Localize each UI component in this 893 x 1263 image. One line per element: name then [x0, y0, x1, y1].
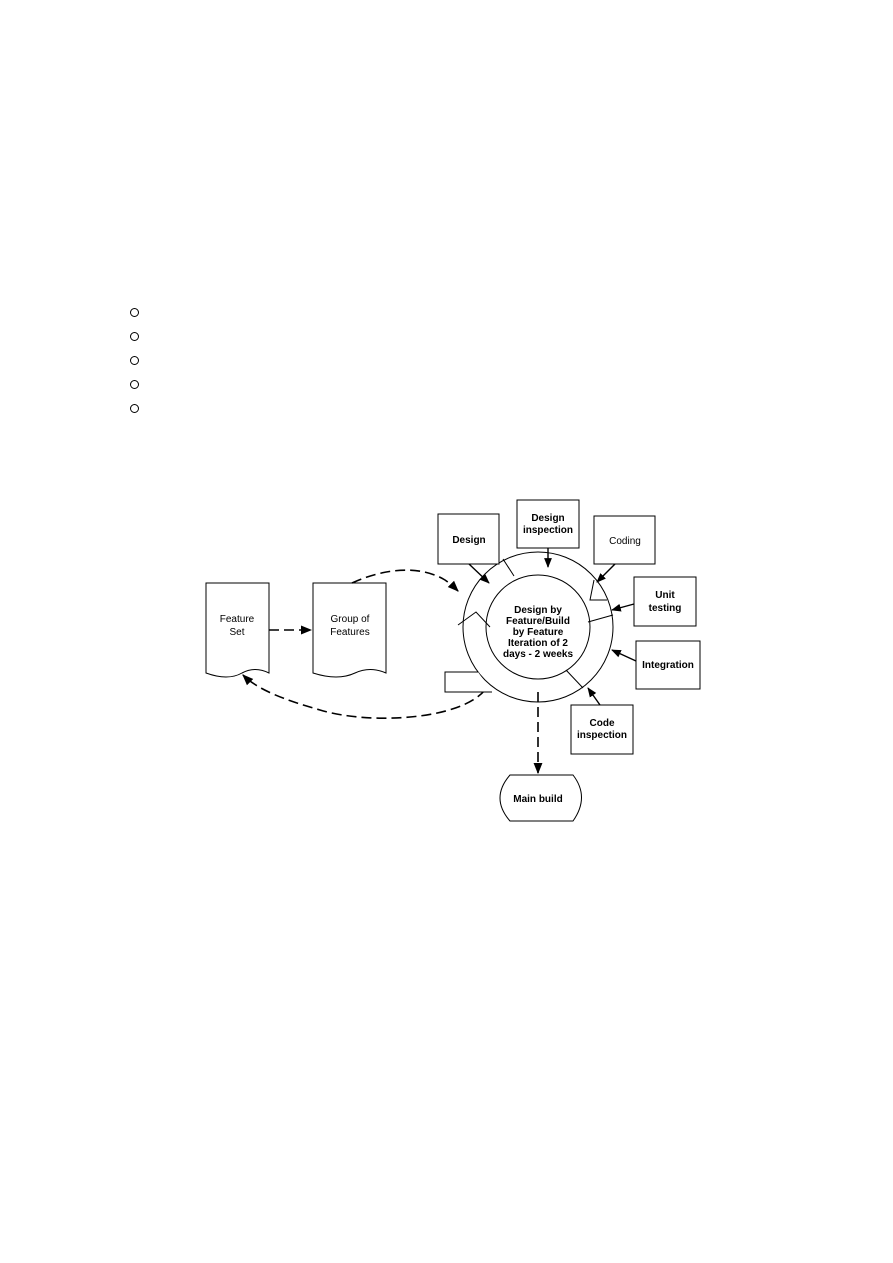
coding-step: Coding — [593, 515, 656, 583]
bullet-dot — [130, 404, 139, 413]
design-label: Design — [452, 535, 485, 546]
unit-testing-label-line1: Unit — [655, 590, 675, 601]
code-inspection-label-line2: inspection — [577, 730, 627, 741]
integration-label: Integration — [642, 660, 694, 671]
code-inspection-step: Code inspection — [570, 687, 634, 755]
bullet-dot — [130, 380, 139, 389]
group-of-features-document: Group of Features — [312, 582, 387, 678]
code-inspection-label-line1: Code — [590, 718, 615, 729]
design-step: Design — [437, 513, 500, 584]
cycle-label-line5: days - 2 weeks — [503, 649, 573, 660]
integration-step: Integration — [611, 640, 701, 690]
bullet-dot — [130, 308, 139, 317]
group-of-features-label-line1: Group of — [331, 614, 370, 625]
feature-set-document: Feature Set — [205, 582, 270, 678]
feature-set-label-line1: Feature — [220, 614, 255, 625]
feature-set-label-line2: Set — [229, 627, 244, 638]
cycle-label-line2: Feature/Build — [506, 616, 570, 627]
bullet-dot — [130, 332, 139, 341]
cycle-label-line4: Iteration of 2 — [508, 638, 568, 649]
unit-testing-label-line2: testing — [649, 603, 682, 614]
bullet-dot — [130, 356, 139, 365]
main-build-output: Main build — [499, 774, 582, 822]
coding-label: Coding — [609, 536, 641, 547]
iteration-cycle: Design by Feature/Build by Feature Itera… — [444, 551, 614, 703]
arrow-group-to-cycle — [351, 569, 459, 592]
main-build-label: Main build — [513, 794, 562, 805]
cycle-label-line1: Design by — [514, 605, 562, 616]
design-inspection-label-line1: Design — [531, 513, 564, 524]
group-of-features-label-line2: Features — [330, 627, 369, 638]
unit-testing-step: Unit testing — [611, 576, 697, 627]
design-inspection-step: Design inspection — [516, 499, 580, 568]
design-inspection-label-line2: inspection — [523, 525, 573, 536]
cycle-label-line3: by Feature — [513, 627, 564, 638]
arrow-cycle-to-featureset — [242, 674, 486, 719]
